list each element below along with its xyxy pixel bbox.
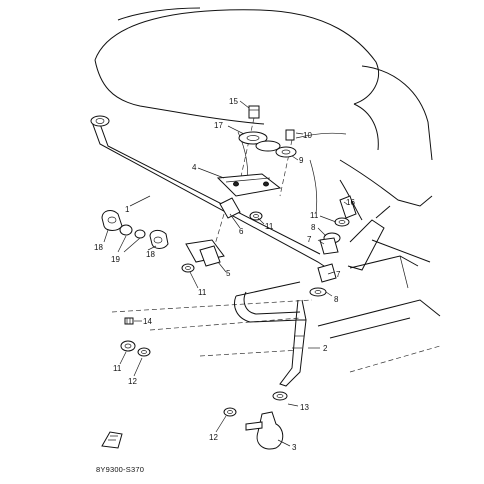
callout-3: 3 xyxy=(292,443,297,452)
callout-17: 17 xyxy=(214,121,223,130)
callout-14: 14 xyxy=(143,317,152,326)
upper-bracket-group xyxy=(216,105,297,197)
callout-19: 19 xyxy=(111,255,120,264)
ball-joint-group xyxy=(223,391,288,450)
direction-arrow-icon xyxy=(101,431,123,449)
callout-11-upper-right: 11 xyxy=(310,211,319,220)
callout-11-center: 11 xyxy=(265,222,274,231)
callout-4: 4 xyxy=(192,163,197,172)
callout-11-lower-left: 11 xyxy=(113,364,122,373)
callout-1: 1 xyxy=(125,205,130,214)
rod-group xyxy=(279,299,307,387)
callout-18-right: 18 xyxy=(146,250,155,259)
callout-15: 15 xyxy=(229,97,238,106)
callout-labels: 15 17 10 9 4 1 16 11 6 11 8 7 18 19 18 5… xyxy=(94,97,355,452)
callout-16: 16 xyxy=(346,198,355,207)
callout-7-upper: 7 xyxy=(307,235,312,244)
callout-6: 6 xyxy=(239,227,244,236)
callout-12-bottom: 12 xyxy=(209,433,218,442)
callout-12-left: 12 xyxy=(128,377,137,386)
lower-holder-group xyxy=(181,213,225,273)
frame-outline xyxy=(111,239,441,373)
right-joint-group xyxy=(309,195,391,297)
callout-9: 9 xyxy=(299,156,304,165)
callout-10: 10 xyxy=(303,131,312,140)
callout-2: 2 xyxy=(323,344,328,353)
callout-13: 13 xyxy=(300,403,309,412)
callout-7-lower: 7 xyxy=(336,270,341,279)
callout-18-left: 18 xyxy=(94,243,103,252)
callout-11-lower-center: 11 xyxy=(198,288,207,297)
small-parts-left xyxy=(120,317,151,357)
callout-8-upper: 8 xyxy=(311,223,316,232)
bushing-group xyxy=(219,197,263,221)
body-outline xyxy=(94,7,433,221)
callout-5: 5 xyxy=(226,269,231,278)
leader-lines xyxy=(103,100,348,447)
diagram-code: 8Y9300-S370 xyxy=(96,465,144,474)
end-cap-group xyxy=(101,210,169,249)
callout-8-lower: 8 xyxy=(334,295,339,304)
